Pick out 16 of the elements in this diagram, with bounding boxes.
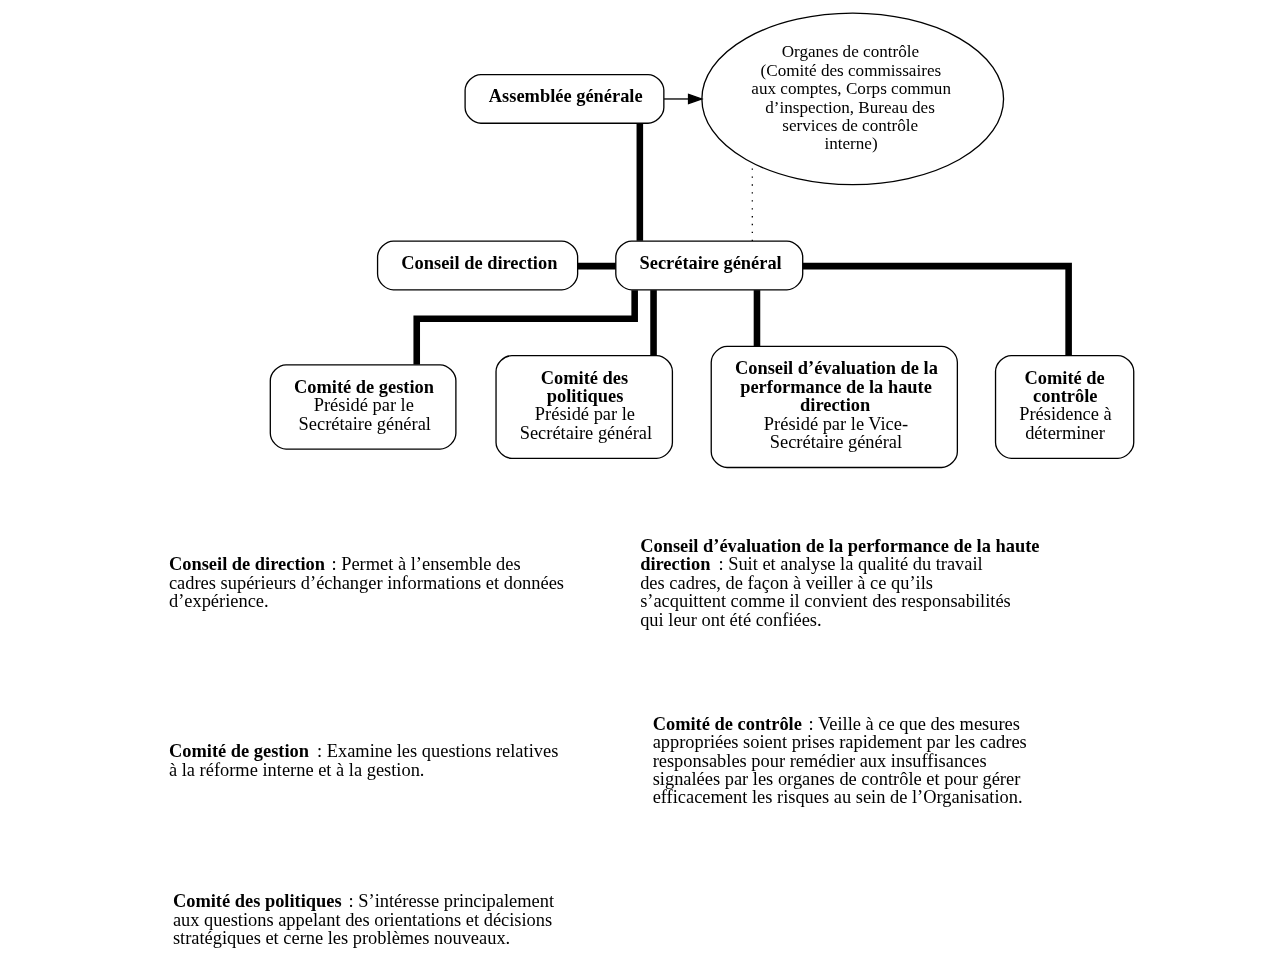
node-box: Conseil d’évaluation de la performance de la haute direction Présidé par le Vice-Secrétaire général (710, 345, 958, 469)
node-box: Comité de contrôle Présidence à déterminer (994, 354, 1134, 459)
label: Comité de gestion : Examine les questions relatives à la réforme interne et à la gestion. (168, 741, 558, 780)
node-box: Assemblée générale (463, 73, 664, 124)
arrow (662, 93, 704, 105)
label: Comité des politiques : S’intéresse principalement aux questions appelant des orientations et décisions stratégiques et cerne les problèmes nouveaux. (172, 891, 554, 949)
label: Conseil d’évaluation de la performance de la haute direction : Suit et analyse la qualité du travail des cadres, de façon à veiller à ce qu’ils s’acquittent comme il convient des responsabilités qui leur ont été confiées. (639, 536, 1039, 630)
node-box: Comité de gestion Présidé par le Secrétaire général (269, 364, 457, 450)
node-box: Secrétaire général (614, 240, 803, 291)
label: Comité de contrôle : Veille à ce que des mesures appropriées soient prises rapidement par les cadres responsables pour remédier aux insuffisances signalées par les organes de contrôle et pour gérer efficacement les risques au sein de l’Organisation. (652, 713, 1027, 808)
node-ellipse: Organes de contrôle (Comité des commissaires aux comptes, Corps commun d’inspection, Bureau des services de contrôle interne) (700, 12, 1004, 186)
label: Conseil de direction : Permet à l’ensemble des cadres supérieurs d’échanger informations et données d’expérience. (168, 554, 564, 612)
node-box: Comité des politiques Présidé par le Secrétaire général (494, 354, 673, 459)
connector (802, 262, 1072, 356)
node-box: Conseil de direction (376, 240, 578, 291)
connector (577, 262, 616, 270)
